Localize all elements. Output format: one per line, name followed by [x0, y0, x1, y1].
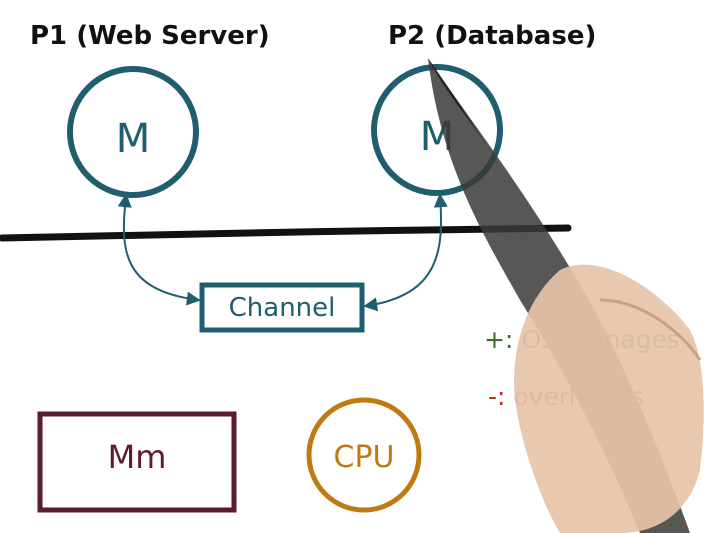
main-memory-label: Mm: [108, 438, 167, 476]
p1-memory-label: M: [116, 116, 151, 162]
channel-label: Channel: [229, 293, 336, 323]
cpu-circle: [306, 397, 422, 513]
p2-channel-arrow: [363, 193, 448, 312]
cpu-label: CPU: [334, 440, 395, 475]
p2-memory-circle: [371, 64, 503, 196]
main-memory-box: [37, 411, 237, 513]
p1-heading: P1 (Web Server): [30, 21, 270, 51]
p1-channel-arrow: [117, 193, 201, 306]
p2-heading: P2 (Database): [388, 21, 596, 51]
channel-box: [199, 282, 365, 333]
hand-with-pen-image: [428, 58, 704, 533]
